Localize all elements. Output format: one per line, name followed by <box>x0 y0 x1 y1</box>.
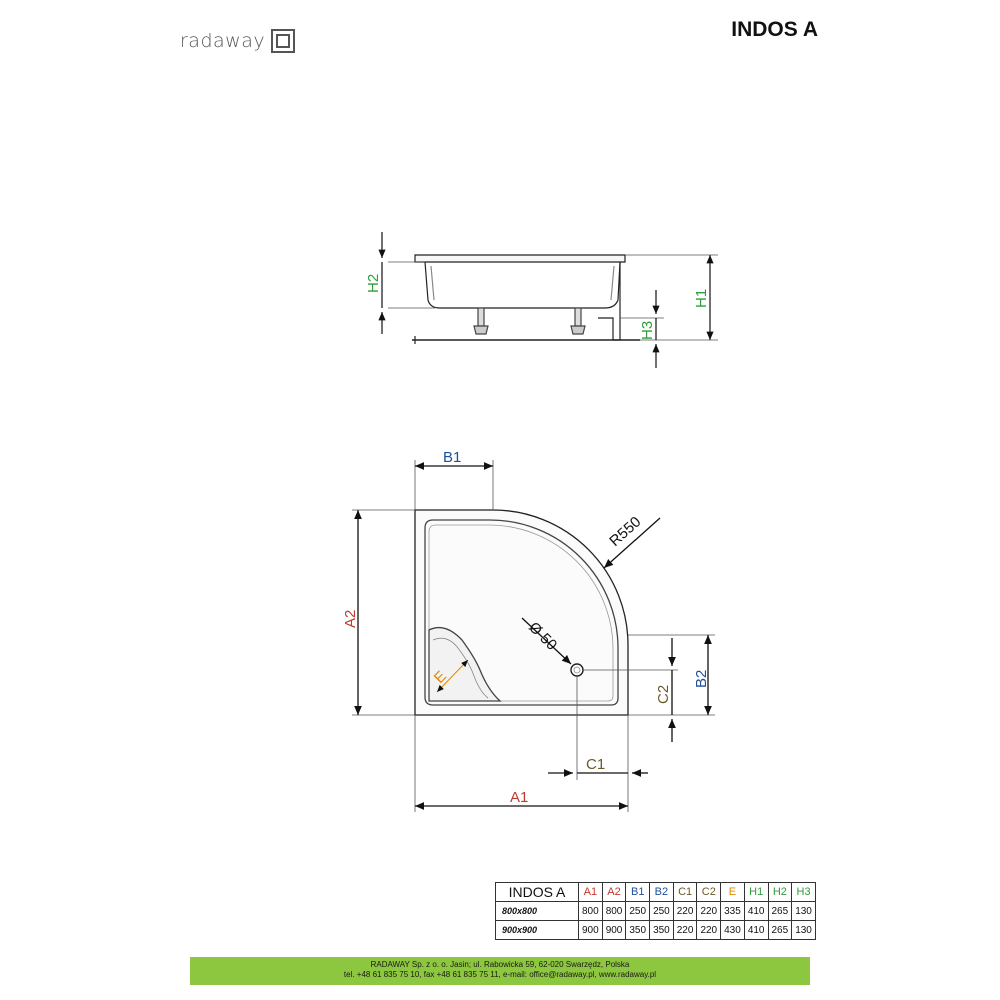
col-C1: C1 <box>672 882 698 902</box>
table-model-cell: INDOS A <box>495 882 579 902</box>
table-cell: 220 <box>672 920 698 940</box>
table-cell: 900 <box>578 920 603 940</box>
tray-legs <box>473 307 586 335</box>
footer-contact: tel. +48 61 835 75 10, fax +48 61 835 75… <box>343 970 657 979</box>
brand-logo: radaway <box>180 28 296 54</box>
label-B2: B2 <box>693 670 710 688</box>
table-cell: 220 <box>696 901 722 921</box>
label-C1: C1 <box>586 756 605 773</box>
brand-square-icon <box>271 29 296 53</box>
col-H1: H1 <box>743 882 769 902</box>
side-view <box>378 232 718 368</box>
col-H3: H3 <box>791 882 816 902</box>
table-header-row: INDOS A A1 A2 B1 B2 C1 C2 E H1 H2 H3 <box>495 882 816 902</box>
table-cell: 130 <box>791 901 816 921</box>
col-B1: B1 <box>625 882 651 902</box>
table-cell: 900 <box>601 920 627 940</box>
col-A2: A2 <box>601 882 627 902</box>
brand-name: radaway <box>180 30 266 52</box>
table-cell: 130 <box>791 920 816 940</box>
table-cell: 410 <box>743 920 769 940</box>
table-cell: 410 <box>743 901 769 921</box>
tray-rim <box>414 254 626 263</box>
footer-address: RADAWAY Sp. z o. o. Jasin; ul. Rabowicka… <box>370 960 630 969</box>
top-view <box>352 460 715 812</box>
table-cell: 250 <box>649 901 674 921</box>
table-cell: 220 <box>696 920 722 940</box>
table-cell: 430 <box>720 920 745 940</box>
table-cell: 265 <box>767 901 793 921</box>
drain-hole <box>570 663 584 677</box>
table-row: 900x900 900 900 350 350 220 220 430 410 … <box>495 920 816 940</box>
table-cell: 350 <box>649 920 674 940</box>
label-H3: H3 <box>639 321 656 340</box>
dimensions-table: INDOS A A1 A2 B1 B2 C1 C2 E H1 H2 H3 800… <box>495 882 816 940</box>
table-cell: 250 <box>625 901 651 921</box>
col-B2: B2 <box>649 882 674 902</box>
label-H2: H2 <box>365 274 382 293</box>
table-cell: 265 <box>767 920 793 940</box>
col-E: E <box>720 882 745 902</box>
model-title: INDOS A <box>731 18 818 41</box>
table-cell: 350 <box>625 920 651 940</box>
col-A1: A1 <box>578 882 603 902</box>
side-panel <box>598 262 621 341</box>
label-H1: H1 <box>693 289 710 308</box>
company-footer: RADAWAY Sp. z o. o. Jasin; ul. Rabowicka… <box>190 957 810 985</box>
table-cell: 800 <box>601 901 627 921</box>
table-row: 800x800 800 800 250 250 220 220 335 410 … <box>495 901 816 921</box>
label-C2: C2 <box>655 685 672 704</box>
label-A2: A2 <box>342 610 359 628</box>
label-radius: R550 <box>606 513 644 550</box>
col-C2: C2 <box>696 882 722 902</box>
label-A1: A1 <box>510 789 528 806</box>
tray-basin <box>424 519 619 706</box>
table-cell: 800 <box>578 901 603 921</box>
col-H2: H2 <box>767 882 793 902</box>
label-B1: B1 <box>443 449 461 466</box>
row-size: 800x800 <box>495 901 579 921</box>
table-cell: 335 <box>720 901 745 921</box>
tray-body <box>424 261 621 309</box>
row-size: 900x900 <box>495 920 579 940</box>
table-cell: 220 <box>672 901 698 921</box>
